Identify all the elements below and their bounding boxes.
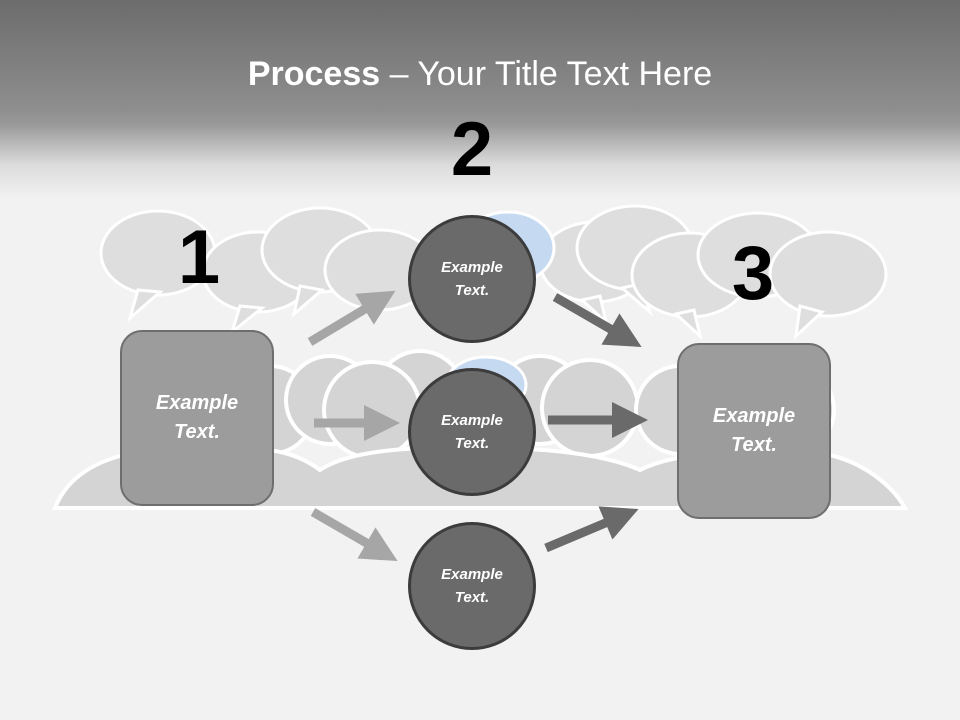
arrow-bottom-to-end (544, 506, 639, 553)
title-banner (0, 0, 960, 200)
end-box-label: Example Text. (712, 405, 796, 456)
circle-top: Example Text. (408, 215, 536, 343)
step-number-1: 1 (177, 215, 221, 300)
title-bold: Process (247, 55, 381, 93)
end-box: Example Text. (677, 343, 831, 519)
circle-middle-label: Example Text. (441, 412, 503, 452)
circle-middle: Example Text. (408, 368, 536, 496)
speech-bubble-icon (768, 230, 888, 340)
slide-title: Process – Your Title Text Here (0, 52, 960, 96)
step-number-3: 3 (731, 231, 775, 316)
start-box: Example Text. (120, 330, 274, 506)
step-number-2: 2 (450, 107, 494, 192)
circle-bottom-label: Example Text. (441, 566, 503, 606)
start-box-label: Example Text. (155, 392, 239, 443)
circle-top-label: Example Text. (441, 259, 503, 299)
arrow-to-bottom (310, 508, 398, 562)
title-rest: – Your Title Text Here (380, 55, 713, 93)
circle-bottom: Example Text. (408, 522, 536, 650)
arrow-top-to-end (552, 293, 642, 348)
arrow-to-top (307, 290, 396, 346)
